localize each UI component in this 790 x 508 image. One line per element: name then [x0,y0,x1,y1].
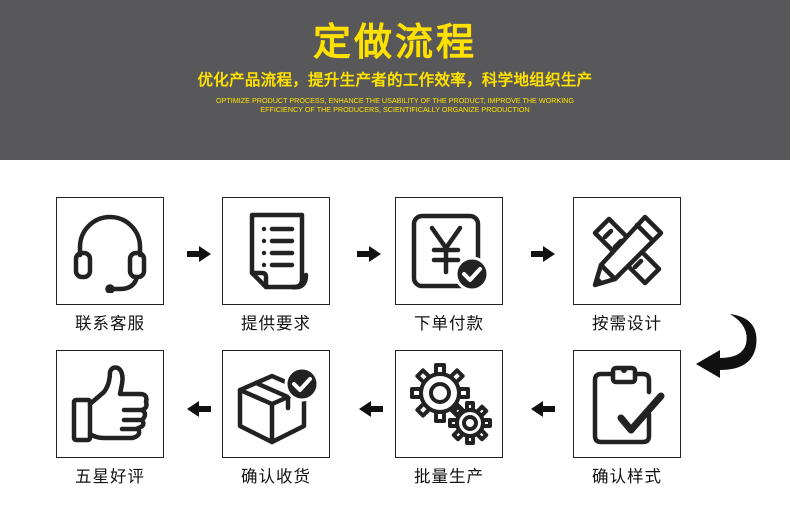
step-icon-box [395,197,503,305]
arrow-right-icon [356,246,382,266]
step-label: 确认收货 [241,467,311,486]
arrow-left-icon [186,401,212,421]
thumbs-up-icon [68,362,152,446]
yuan-payment-check-icon [406,208,492,294]
step-icon-box [56,197,164,305]
headset-icon [68,209,152,293]
step-contact-service: 联系客服 [56,197,164,335]
step-five-star-review: 五星好评 [56,350,164,488]
box-check-icon [232,360,320,448]
step-icon-box [222,350,330,458]
document-list-icon [234,209,318,293]
clipboard-check-icon [585,362,669,446]
page-title: 定做流程 [312,20,477,64]
step-label: 下单付款 [414,314,484,333]
page-subtitle: 优化产品流程，提升生产者的工作效率，科学地组织生产 [197,71,593,89]
step-icon-box [573,350,681,458]
step-icon-box [56,350,164,458]
curved-arrow-icon [694,312,764,384]
step-custom-design: 按需设计 [573,197,681,335]
step-provide-requirements: 提供要求 [222,197,330,335]
header-banner: 定做流程 优化产品流程，提升生产者的工作效率，科学地组织生产 OPTIMIZE … [0,0,790,160]
english-subtitle-line-1: OPTIMIZE PRODUCT PROCESS, ENHANCE THE US… [216,96,574,105]
arrow-left-icon [358,401,384,421]
english-subtitle-line-2: EFFICIENCY OF THE PRODUCERS, SCIENTIFICA… [260,105,530,114]
step-icon-box [573,197,681,305]
step-label: 提供要求 [241,314,311,333]
step-confirm-receipt: 确认收货 [222,350,330,488]
pencil-ruler-icon [585,209,669,293]
step-label: 批量生产 [414,467,484,486]
step-icon-box [222,197,330,305]
arrow-right-icon [530,246,556,266]
gears-icon [404,359,494,449]
step-label: 联系客服 [75,314,145,333]
step-label: 确认样式 [592,467,662,486]
arrow-right-icon [186,246,212,266]
arrow-left-icon [530,401,556,421]
step-confirm-style: 确认样式 [573,350,681,488]
step-order-payment: 下单付款 [395,197,503,335]
step-label: 按需设计 [592,314,662,333]
step-mass-production: 批量生产 [395,350,503,488]
step-label: 五星好评 [75,467,145,486]
step-icon-box [395,350,503,458]
